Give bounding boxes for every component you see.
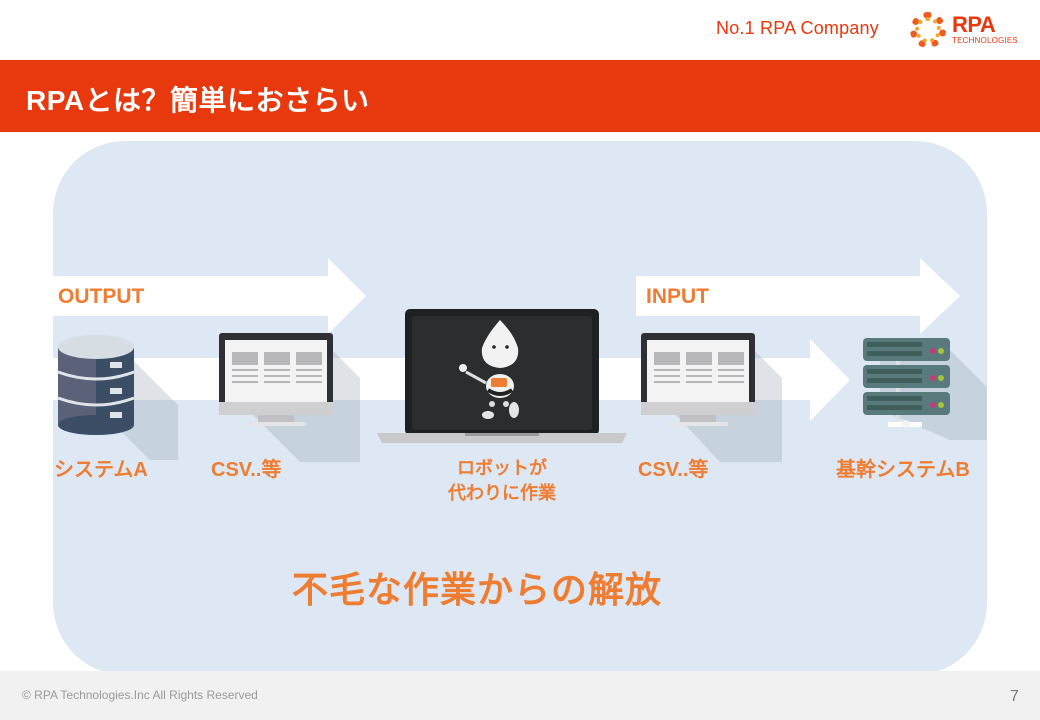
page-number: 7	[1010, 688, 1019, 705]
title-band	[0, 60, 1040, 132]
system-b-label: 基幹システムB	[836, 459, 970, 481]
robot-label-line1: ロボットが	[457, 458, 547, 478]
server-rack-icon	[863, 338, 950, 428]
company-logo: RPA TECHNOLOGIES	[910, 10, 1035, 50]
logo-main-text: RPA	[952, 12, 996, 37]
robot-label-line2: 代わりに作業	[448, 483, 556, 503]
sunburst-logo-icon	[910, 12, 946, 48]
sunburst-logo-inner-icon	[915, 17, 941, 43]
monitor-icon-out	[219, 333, 333, 426]
csv-in-label: CSV..等	[638, 459, 709, 481]
slide-title: RPAとは？簡単におさらい	[26, 85, 370, 116]
input-arrow-icon	[636, 258, 960, 334]
logo-sub-text: TECHNOLOGIES	[952, 36, 1018, 45]
csv-out-label: CSV..等	[211, 459, 282, 481]
output-arrow-icon	[53, 258, 366, 334]
footer-bar	[0, 671, 1040, 720]
output-label: OUTPUT	[58, 285, 145, 308]
monitor-icon-in	[641, 333, 755, 426]
copyright-text: © RPA Technologies.Inc All Rights Reserv…	[22, 688, 258, 702]
input-label: INPUT	[646, 285, 709, 308]
robot-label: ロボットが 代わりに作業	[400, 456, 604, 506]
company-tagline: No.1 RPA Company	[716, 18, 879, 38]
system-a-label: システムA	[54, 459, 148, 481]
laptop-robot-icon	[377, 309, 627, 443]
database-icon	[57, 335, 135, 435]
headline-message: 不毛な作業からの解放	[292, 569, 663, 610]
